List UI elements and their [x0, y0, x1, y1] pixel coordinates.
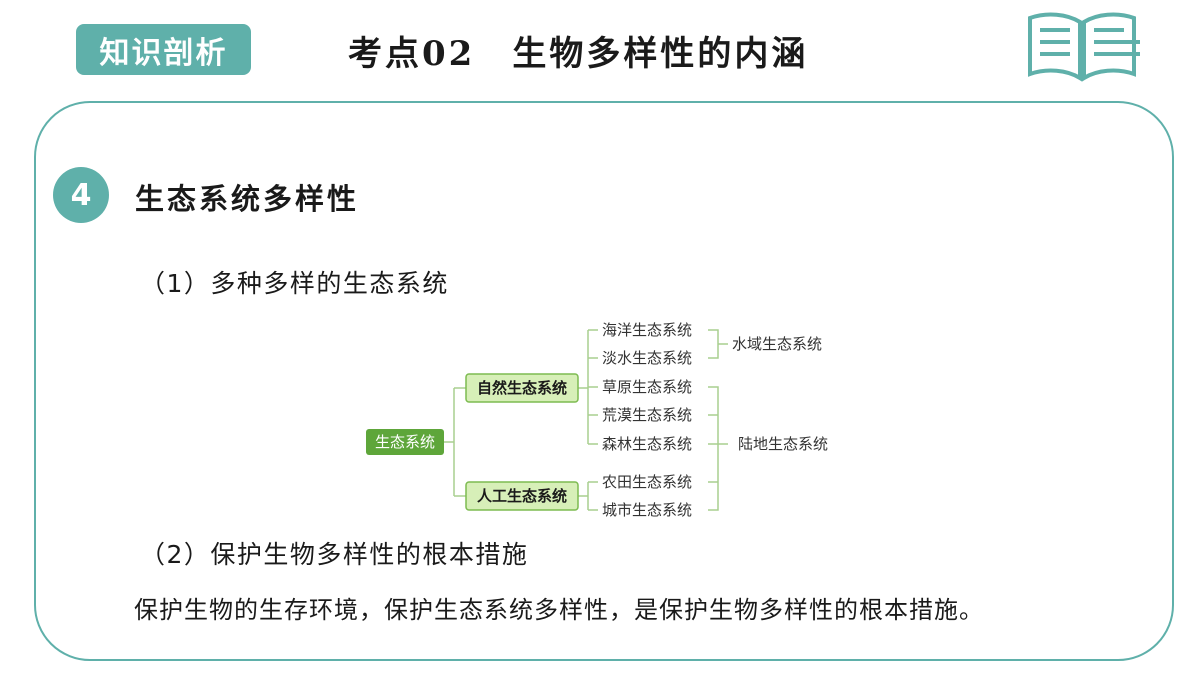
subheading-1: （1）多种多样的生态系统	[140, 269, 449, 298]
section-badge: 知识剖析	[76, 24, 251, 75]
mindmap-branch-natural	[465, 373, 579, 403]
mindmap-leaf: 森林生态系统	[602, 435, 692, 453]
mindmap-branch-label: 自然生态系统	[477, 379, 567, 397]
mindmap-root-label: 生态系统	[375, 433, 435, 451]
mindmap-branch-artificial	[465, 481, 579, 511]
page-title: 考点02 生物多样性的内涵	[348, 34, 809, 74]
mindmap-branch-label: 人工生态系统	[477, 487, 567, 505]
mindmap-root-node	[366, 429, 444, 455]
mindmap-leaf: 城市生态系统	[602, 501, 692, 519]
mindmap-leaf: 荒漠生态系统	[602, 406, 692, 424]
section-title: 生态系统多样性	[135, 182, 360, 216]
open-book-icon	[1028, 12, 1140, 82]
mindmap-leaf: 淡水生态系统	[602, 349, 692, 367]
mindmap-leaf: 草原生态系统	[602, 378, 692, 396]
mindmap-leaf: 海洋生态系统	[602, 321, 692, 339]
mindmap-connectors	[444, 329, 728, 511]
mindmap-leaf: 农田生态系统	[602, 473, 692, 491]
body-paragraph: 保护生物的生存环境，保护生态系统多样性，是保护生物多样性的根本措施。	[134, 596, 984, 624]
ecosystem-mindmap: 生态系统 自然生态系统 人工生态系统 海洋生态系统 淡水生态系统 草原生态系统 …	[366, 321, 828, 519]
content-panel	[34, 101, 1174, 661]
mindmap-group: 陆地生态系统	[738, 435, 828, 453]
subheading-2: （2）保护生物多样性的根本措施	[140, 540, 529, 569]
mindmap-group: 水域生态系统	[732, 335, 822, 353]
section-number: 4	[53, 167, 109, 223]
